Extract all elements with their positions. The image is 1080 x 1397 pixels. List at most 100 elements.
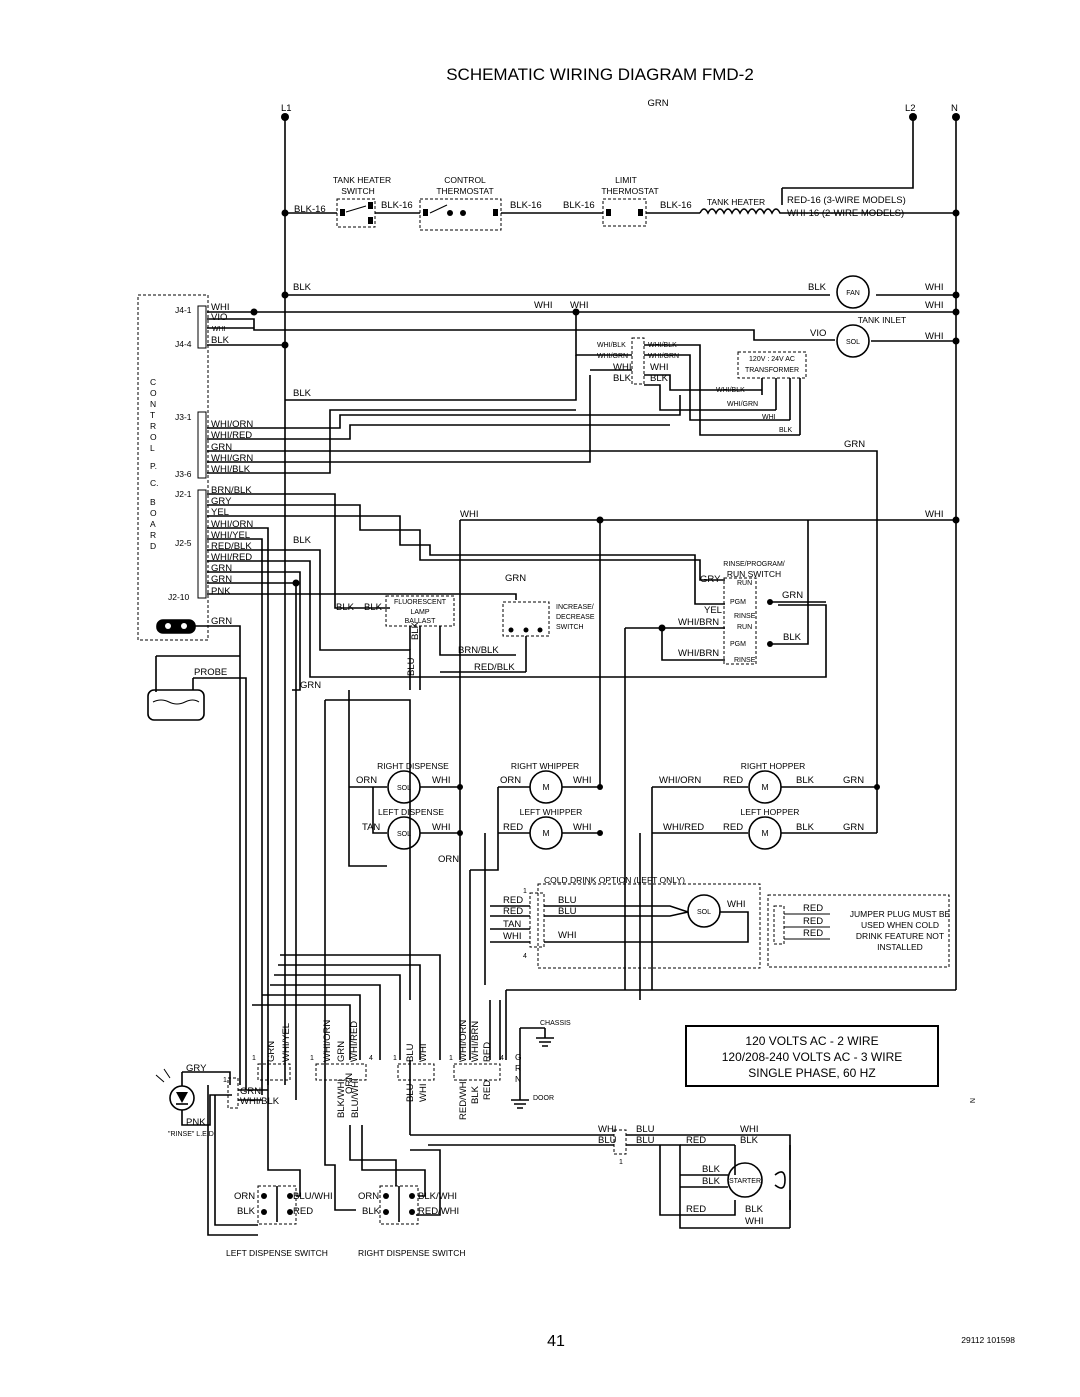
whigrn-conn-label-2: WHI/GRN bbox=[648, 353, 679, 360]
pin-d1: 1 bbox=[449, 1055, 453, 1062]
whi-rw-label: WHI bbox=[573, 775, 591, 786]
pgm-label-2: PGM bbox=[730, 641, 746, 648]
blk-label-395: BLK bbox=[293, 388, 312, 399]
grn-451-label: GRN bbox=[844, 439, 865, 450]
ld-sol-label: SOL bbox=[397, 831, 411, 838]
svg-text:BLU/WHI: BLU/WHI bbox=[350, 1078, 361, 1118]
cd-whi-sol-label: WHI bbox=[727, 899, 745, 910]
svg-text:GRN: GRN bbox=[211, 442, 232, 453]
whi-inlet-label: WHI bbox=[925, 331, 943, 342]
svg-text:B: B bbox=[150, 497, 156, 507]
cd-tan-label: TAN bbox=[503, 919, 521, 930]
rd-sol-label: SOL bbox=[397, 785, 411, 792]
svg-text:C: C bbox=[150, 377, 156, 387]
grn-switch-label: GRN bbox=[782, 590, 803, 601]
jumper-red-1: RED bbox=[803, 903, 823, 914]
cd-sol-label: SOL bbox=[697, 909, 711, 916]
cd-pin-4: 4 bbox=[523, 953, 527, 960]
tank-inlet-solenoid bbox=[836, 324, 870, 358]
rds-label: RIGHT DISPENSE SWITCH bbox=[358, 1248, 466, 1258]
blk-lh-label: BLK bbox=[796, 822, 815, 833]
corner-mark: N bbox=[968, 1098, 975, 1103]
grn-top-label: GRN bbox=[647, 98, 668, 109]
svg-text:C.: C. bbox=[150, 478, 159, 488]
cd-red-label-1: RED bbox=[503, 895, 523, 906]
door-label: DOOR bbox=[533, 1095, 554, 1102]
svg-text:O: O bbox=[150, 508, 157, 518]
blk-st-label-1: BLK bbox=[740, 1135, 759, 1146]
pin-b1: 1 bbox=[310, 1055, 314, 1062]
control-thermostat-label-1: CONTROL bbox=[444, 175, 486, 185]
whi-rd-label: WHI bbox=[432, 775, 450, 786]
blk16-label-4: BLK-16 bbox=[563, 200, 595, 211]
page-number: 41 bbox=[547, 1333, 565, 1350]
jumper-note-3: DRINK FEATURE NOT bbox=[856, 931, 944, 941]
svg-text:RED/BLK: RED/BLK bbox=[211, 541, 252, 552]
l2-label: L2 bbox=[905, 103, 916, 114]
starter-label: STARTER bbox=[729, 1178, 761, 1185]
left-hopper-label: LEFT HOPPER bbox=[741, 807, 800, 817]
run-label-1: RUN bbox=[737, 580, 752, 587]
j2-wire-labels: BRN/BLK GRY YEL WHI/ORN WHI/YEL RED/BLK … bbox=[211, 485, 253, 597]
svg-text:WHI/RED: WHI/RED bbox=[349, 1021, 360, 1062]
pin-d4: 4 bbox=[500, 1055, 504, 1062]
lh-m-label: M bbox=[761, 828, 768, 838]
transformer bbox=[737, 351, 807, 379]
transformer-label-1: 120V : 24V AC bbox=[749, 356, 795, 363]
ballast-label-2: LAMP bbox=[410, 609, 429, 616]
svg-text:GRN: GRN bbox=[266, 1041, 277, 1062]
red-st-label-1: RED bbox=[686, 1135, 706, 1146]
jumper-plug-area bbox=[767, 894, 950, 968]
blk-st-label-3: BLK bbox=[702, 1176, 721, 1187]
svg-text:WHI/YEL: WHI/YEL bbox=[281, 1023, 292, 1062]
orn-rw-label: ORN bbox=[500, 775, 521, 786]
dispense-switch-contacts bbox=[261, 1193, 415, 1215]
blu-st-label-1: BLU bbox=[598, 1135, 617, 1146]
right-hopper-label: RIGHT HOPPER bbox=[741, 761, 806, 771]
grn-connector bbox=[156, 619, 196, 634]
blk16-label-2: BLK-16 bbox=[381, 200, 413, 211]
voltage-line-2: 120/208-240 VOLTS AC - 3 WIRE bbox=[722, 1050, 903, 1064]
blk-vert-1: BLK bbox=[410, 621, 421, 640]
red16-label: RED-16 (3-WIRE MODELS) bbox=[787, 195, 906, 206]
svg-text:BLK: BLK bbox=[211, 335, 230, 346]
transformer-label-2: TRANSFORMER bbox=[745, 367, 799, 374]
jumper-note-4: INSTALLED bbox=[877, 942, 923, 952]
blk-st-label-2: BLK bbox=[702, 1164, 721, 1175]
grn-label-580: GRN bbox=[505, 573, 526, 584]
whi-label-515: WHI bbox=[460, 509, 478, 520]
orn-870-label: ORN bbox=[438, 854, 459, 865]
blk-ballast-label-2: BLK bbox=[364, 602, 383, 613]
jumper-red-2: RED bbox=[803, 916, 823, 927]
chassis-label: CHASSIS bbox=[540, 1020, 571, 1027]
svg-text:WHI: WHI bbox=[212, 326, 226, 333]
incdec-label-1: INCREASE/ bbox=[556, 604, 594, 611]
whigrn-conn-label-1: WHI/GRN bbox=[597, 353, 628, 360]
rinse-label-1: RINSE bbox=[734, 613, 756, 620]
whiorn-rh-label: WHI/ORN bbox=[659, 775, 701, 786]
limit-thermostat-label-2: THERMOSTAT bbox=[601, 186, 658, 196]
whi-st-label-3: WHI bbox=[745, 1216, 763, 1227]
whi-rail-label-3: WHI bbox=[925, 300, 943, 311]
red-st-label-2: RED bbox=[686, 1204, 706, 1215]
svg-text:P.: P. bbox=[150, 461, 157, 471]
svg-text:GRN: GRN bbox=[211, 563, 232, 574]
svg-text:R: R bbox=[515, 1063, 521, 1073]
pgm-label-1: PGM bbox=[730, 599, 746, 606]
n-label: N bbox=[951, 103, 958, 114]
j2-10-label: J2-10 bbox=[168, 592, 190, 602]
cd-blu-label-2: BLU bbox=[558, 906, 577, 917]
svg-text:ORN: ORN bbox=[344, 1073, 355, 1094]
svg-text:R: R bbox=[150, 530, 156, 540]
svg-text:D: D bbox=[150, 541, 156, 551]
svg-text:WHI: WHI bbox=[418, 1044, 429, 1062]
pin-a1: 1 bbox=[252, 1055, 256, 1062]
lds-bluwhi-label: BLU/WHI bbox=[293, 1191, 333, 1202]
starter bbox=[727, 1162, 763, 1198]
rds-redwhi-label: RED/WHI bbox=[418, 1206, 459, 1217]
cold-drink-option bbox=[537, 883, 761, 969]
svg-text:WHI/RED: WHI/RED bbox=[211, 552, 252, 563]
incdec-label-3: SWITCH bbox=[556, 624, 584, 631]
svg-text:N: N bbox=[150, 399, 156, 409]
